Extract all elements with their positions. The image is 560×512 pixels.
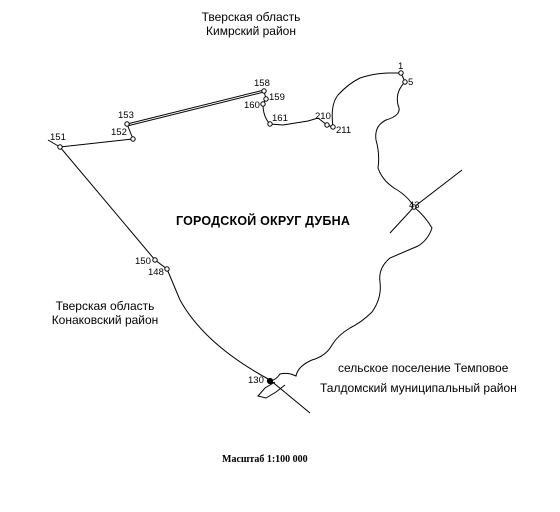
region-north-line1: Тверская область (201, 10, 301, 24)
point-marker-161 (267, 121, 273, 127)
point-marker-160 (260, 101, 266, 107)
point-label-159: 159 (269, 92, 285, 103)
point-marker-152 (130, 136, 136, 142)
point-marker-1 (398, 70, 404, 76)
point-label-148: 148 (148, 267, 164, 278)
point-marker-5 (402, 79, 408, 85)
point-label-1: 1 (398, 61, 404, 72)
point-label-158: 158 (254, 78, 270, 89)
river-boundary-north (331, 72, 401, 128)
point-label-160: 160 (244, 100, 260, 111)
point-marker-159 (263, 96, 269, 102)
region-southeast-line1: сельское поселение Темповое (338, 361, 509, 375)
scale-label: Масштаб 1:100 000 (222, 454, 308, 465)
point-label-211: 211 (336, 125, 352, 136)
region-label-north: Тверская область Кимрский район (176, 10, 326, 38)
point-label-5: 5 (408, 77, 414, 88)
region-west-line1: Тверская область (55, 299, 155, 313)
point-label-153: 153 (118, 110, 134, 121)
point-marker-211 (330, 124, 336, 130)
point-marker-148 (164, 266, 170, 272)
point-marker-43 (411, 204, 417, 210)
region-southeast-line2: Талдомский муниципальный район (320, 381, 517, 395)
point-marker-210 (324, 122, 330, 128)
point-marker-130 (266, 377, 274, 385)
point-marker-150 (152, 257, 158, 263)
district-title: ГОРОДСКОЙ ОКРУГ ДУБНА (176, 214, 351, 228)
boundary-line-43-ne (389, 169, 463, 234)
point-label-150: 150 (135, 256, 151, 267)
region-north-line2: Кимрский район (206, 24, 296, 38)
river-boundary-east (269, 81, 433, 382)
point-label-151: 151 (50, 132, 66, 143)
boundary-line-153-158 (126, 89, 265, 127)
point-marker-158 (261, 88, 267, 94)
point-label-130: 130 (248, 375, 264, 386)
boundary-line-151-152 (59, 138, 134, 148)
point-label-43: 43 (409, 200, 420, 211)
point-marker-151 (57, 144, 63, 150)
boundary-line-west (47, 139, 311, 414)
point-marker-153 (124, 121, 130, 127)
region-label-southeast: сельское поселение Темповое Талдомский м… (320, 361, 550, 395)
point-label-161: 161 (272, 113, 288, 124)
inlet-near-130 (257, 381, 286, 399)
point-label-152: 152 (111, 127, 127, 138)
point-label-210: 210 (315, 111, 331, 122)
region-west-line2: Конаковский район (51, 313, 159, 327)
region-label-west: Тверская область Конаковский район (30, 299, 180, 327)
